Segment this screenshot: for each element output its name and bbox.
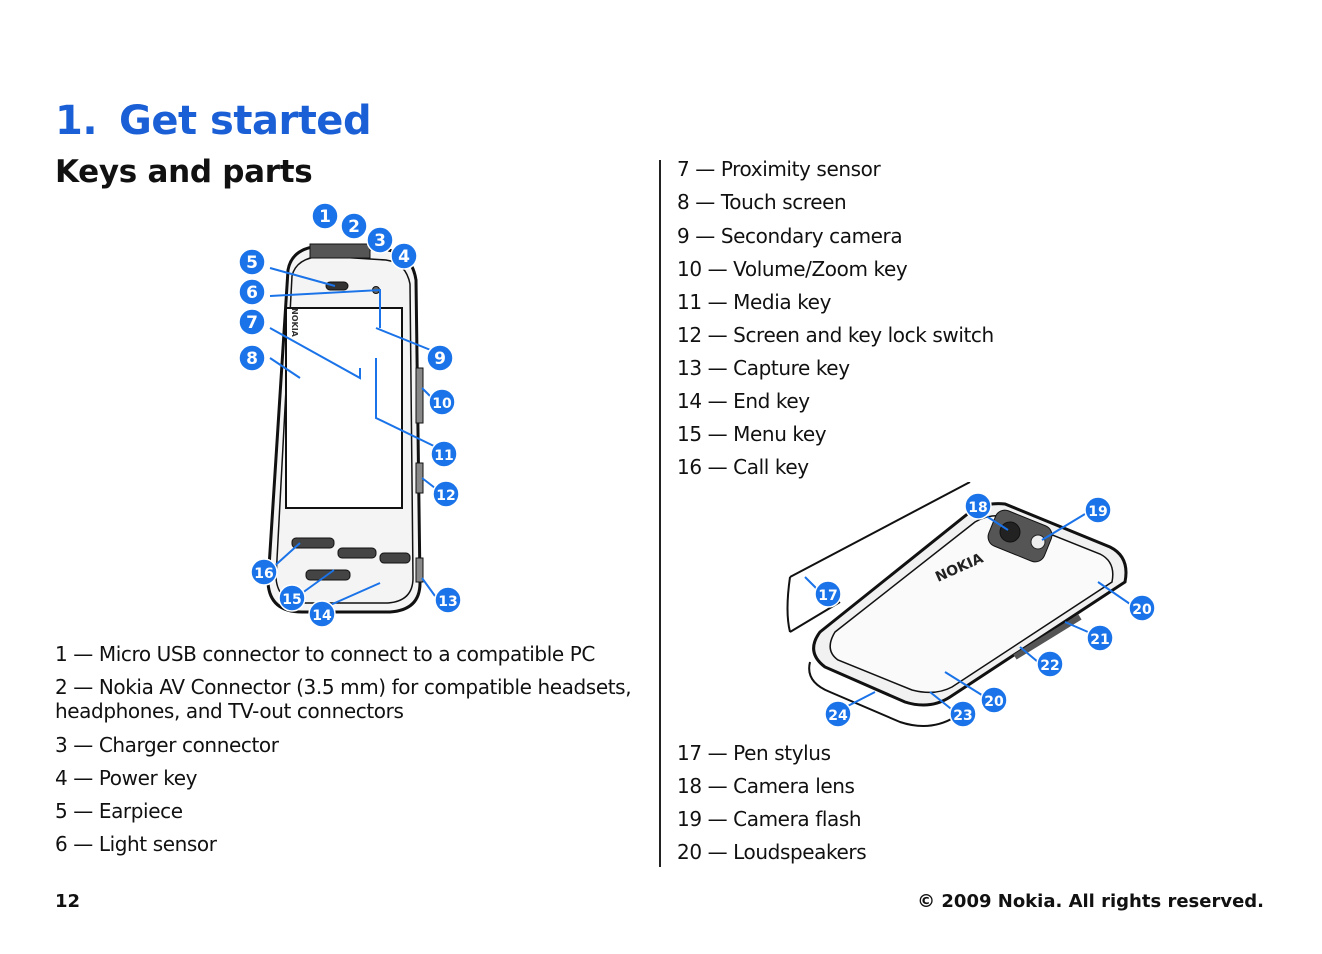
part-item-19: 19 — Camera flash	[677, 807, 862, 831]
callout-label-10: 10	[432, 396, 452, 412]
phone-front-brand: NOKIA	[290, 308, 299, 338]
part-item-3: 3 — Charger connector	[55, 733, 279, 757]
callout-marker-4	[390, 242, 418, 270]
callout-label-23: 23	[953, 708, 972, 724]
callout-marker-8	[238, 344, 266, 372]
page-number: 12	[55, 891, 81, 912]
callout-label-4: 4	[398, 247, 410, 267]
callout-label-16: 16	[254, 566, 273, 582]
callout-label-3: 3	[374, 231, 386, 251]
part-item-8: 8 — Touch screen	[677, 190, 847, 214]
part-item-15: 15 — Menu key	[677, 422, 827, 446]
callout-label-17: 17	[818, 588, 837, 604]
callout-marker-19	[1084, 496, 1112, 524]
callout-marker-11	[430, 440, 458, 468]
callout-marker-22	[1036, 650, 1064, 678]
callout-label-14: 14	[312, 608, 332, 624]
callout-label-15: 15	[282, 592, 301, 608]
part-item-13: 13 — Capture key	[677, 356, 850, 380]
part-item-11: 11 — Media key	[677, 290, 831, 314]
callout-marker-2	[340, 212, 368, 240]
callout-label-21: 21	[1090, 632, 1109, 648]
callout-label-18: 18	[968, 500, 987, 516]
callout-label-22: 22	[1040, 658, 1059, 674]
callout-label-24: 24	[828, 708, 848, 724]
callout-marker-24	[824, 700, 852, 728]
part-item-2: 2 — Nokia AV Connector (3.5 mm) for comp…	[55, 675, 632, 699]
part-item-10: 10 — Volume/Zoom key	[677, 257, 908, 281]
callout-label-1: 1	[319, 207, 331, 227]
callout-marker-10	[428, 388, 456, 416]
callout-marker-18	[964, 492, 992, 520]
callout-marker-5	[238, 248, 266, 276]
part-item-5: 5 — Earpiece	[55, 799, 183, 823]
part-item-4: 4 — Power key	[55, 766, 198, 790]
callout-marker-14	[308, 600, 336, 628]
front-leader-lines	[269, 267, 439, 607]
callout-label-9: 9	[434, 349, 446, 369]
back-callout-markers: 17 18 19 20 21 22 20 23 24	[814, 492, 1156, 728]
chapter-title: 1. Get started	[55, 98, 372, 144]
callout-marker-13	[434, 586, 462, 614]
part-item-7: 7 — Proximity sensor	[677, 157, 881, 181]
callout-marker-12	[432, 480, 460, 508]
callout-marker-7	[238, 308, 266, 336]
callout-label-8: 8	[246, 349, 258, 369]
callout-label-5: 5	[246, 253, 258, 273]
part-item-1: 1 — Micro USB connector to connect to a …	[55, 642, 595, 666]
callout-marker-20	[980, 686, 1008, 714]
chapter-title-text: Get started	[119, 98, 372, 144]
column-divider	[659, 160, 661, 867]
callout-marker-15	[278, 584, 306, 612]
phone-front-body	[266, 243, 424, 614]
callout-marker-20	[1128, 594, 1156, 622]
copyright-notice: © 2009 Nokia. All rights reserved.	[917, 891, 1264, 912]
callout-label-2: 2	[348, 217, 360, 237]
callout-marker-1	[311, 202, 339, 230]
callout-marker-23	[949, 700, 977, 728]
callout-label-6: 6	[246, 283, 258, 303]
part-item-18: 18 — Camera lens	[677, 774, 855, 798]
callout-label-7: 7	[246, 313, 258, 333]
section-title: Keys and parts	[55, 154, 313, 190]
callout-marker-6	[238, 278, 266, 306]
callout-label-20: 20	[984, 694, 1004, 710]
chapter-number: 1.	[55, 98, 98, 144]
callout-label-12: 12	[436, 488, 455, 504]
callout-label-20: 20	[1132, 602, 1152, 618]
part-item-12: 12 — Screen and key lock switch	[677, 323, 994, 347]
part-item-17: 17 — Pen stylus	[677, 741, 831, 765]
callout-marker-3	[366, 226, 394, 254]
callout-marker-16	[250, 558, 278, 586]
callout-label-11: 11	[434, 448, 453, 464]
part-item-2-cont: headphones, and TV-out connectors	[55, 699, 404, 723]
callout-label-13: 13	[438, 594, 457, 610]
part-item-9: 9 — Secondary camera	[677, 224, 903, 248]
callout-marker-9	[426, 344, 454, 372]
part-item-16: 16 — Call key	[677, 455, 809, 479]
callout-marker-21	[1086, 624, 1114, 652]
part-item-6: 6 — Light sensor	[55, 832, 217, 856]
callout-marker-17	[814, 580, 842, 608]
callout-label-19: 19	[1088, 504, 1107, 520]
part-item-14: 14 — End key	[677, 389, 810, 413]
part-item-20: 20 — Loudspeakers	[677, 840, 867, 864]
phone-back-body	[786, 482, 1128, 727]
